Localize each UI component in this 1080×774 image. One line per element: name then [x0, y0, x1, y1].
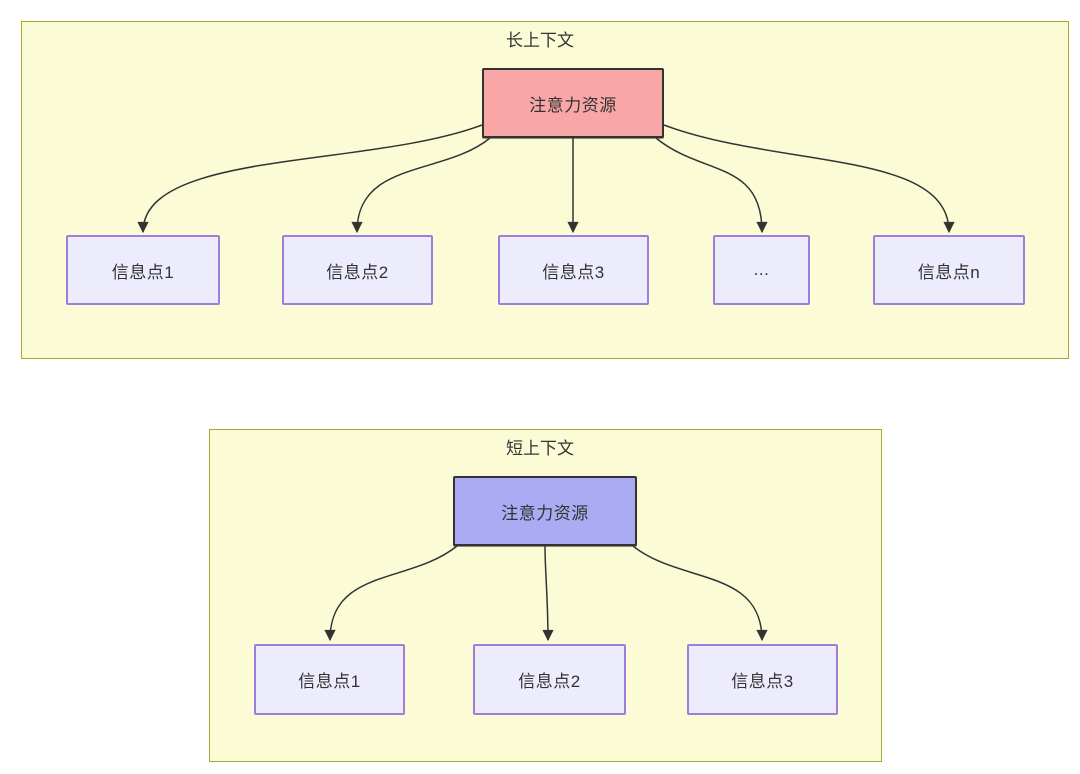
- info-node-long-n: 信息点n: [873, 235, 1025, 305]
- attention-resource-node-long: 注意力资源: [482, 68, 664, 138]
- info-node-long-ellipsis: ...: [713, 235, 810, 305]
- info-node-long-2: 信息点2: [282, 235, 433, 305]
- info-node-short-1: 信息点1: [254, 644, 405, 715]
- info-node-label: 信息点3: [731, 672, 794, 691]
- info-node-short-2: 信息点2: [473, 644, 626, 715]
- info-node-label: ...: [753, 260, 770, 279]
- info-node-label: 信息点n: [917, 262, 981, 282]
- attention-resource-label-long: 注意力资源: [529, 95, 617, 115]
- info-node-long-1: 信息点1: [66, 235, 220, 305]
- panel-title-long-context: 长上下文: [506, 31, 574, 50]
- panel-title-short-context: 短上下文: [506, 439, 574, 458]
- info-node-label: 信息点2: [518, 672, 581, 691]
- attention-resource-label-short: 注意力资源: [501, 503, 589, 523]
- info-node-label: 信息点1: [111, 262, 175, 282]
- info-node-label: 信息点2: [326, 262, 389, 282]
- info-node-label: 信息点1: [298, 672, 361, 691]
- info-node-label: 信息点3: [542, 262, 605, 282]
- info-node-long-3: 信息点3: [498, 235, 649, 305]
- attention-resource-node-short: 注意力资源: [453, 476, 637, 546]
- info-node-short-3: 信息点3: [687, 644, 838, 715]
